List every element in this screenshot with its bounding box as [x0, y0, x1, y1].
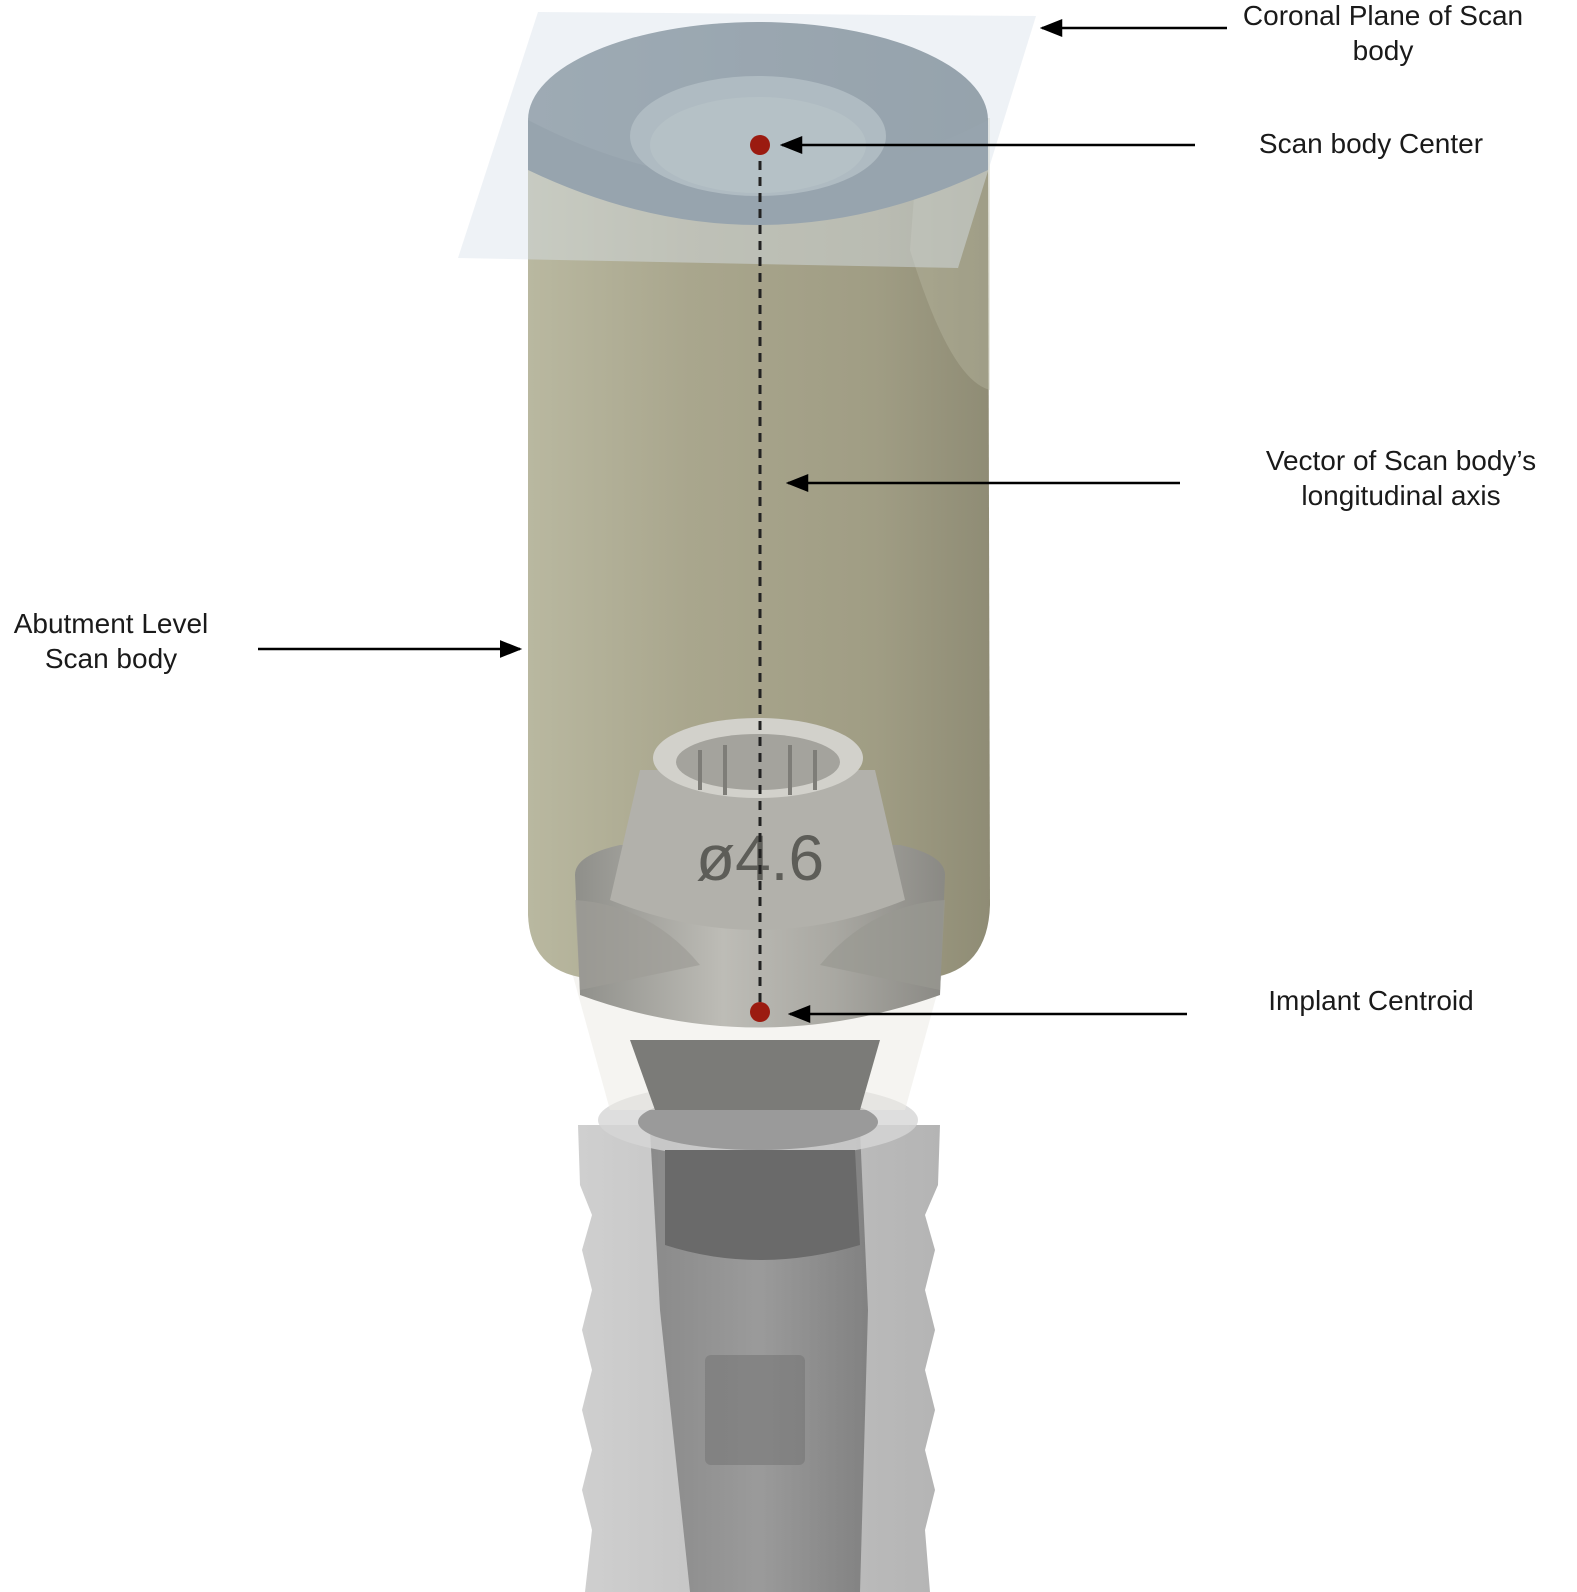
abutment-screw-channel — [676, 734, 840, 790]
implant-centroid-label-text: Implant Centroid — [1268, 985, 1474, 1016]
coronal-plane — [458, 12, 1036, 268]
implant — [578, 1082, 940, 1592]
scan-body-center-point — [750, 135, 770, 155]
abutment-scan-body-label-line2: Scan body — [44, 643, 178, 674]
abutment-scan-body-label-line1: Abutment Level — [13, 608, 209, 639]
scan-body-center-label: Scan body Center — [1236, 126, 1506, 161]
coronal-plane-label-line2: body — [1352, 35, 1414, 66]
abutment-scan-body-label: Abutment Level Scan body — [0, 606, 222, 676]
implant-centroid-point — [750, 1002, 770, 1022]
implant-logo-mark — [705, 1355, 805, 1465]
longitudinal-axis-label-line1: Vector of Scan body’s — [1265, 445, 1537, 476]
scan-body-center-label-text: Scan body Center — [1258, 128, 1484, 159]
longitudinal-axis-label: Vector of Scan body’s longitudinal axis — [1242, 443, 1560, 513]
coronal-plane-label: Coronal Plane of Scan body — [1218, 0, 1548, 68]
implant-centroid-label: Implant Centroid — [1246, 983, 1496, 1018]
longitudinal-axis-label-line2: longitudinal axis — [1301, 480, 1501, 511]
coronal-plane-label-line1: Coronal Plane of Scan — [1242, 0, 1524, 31]
